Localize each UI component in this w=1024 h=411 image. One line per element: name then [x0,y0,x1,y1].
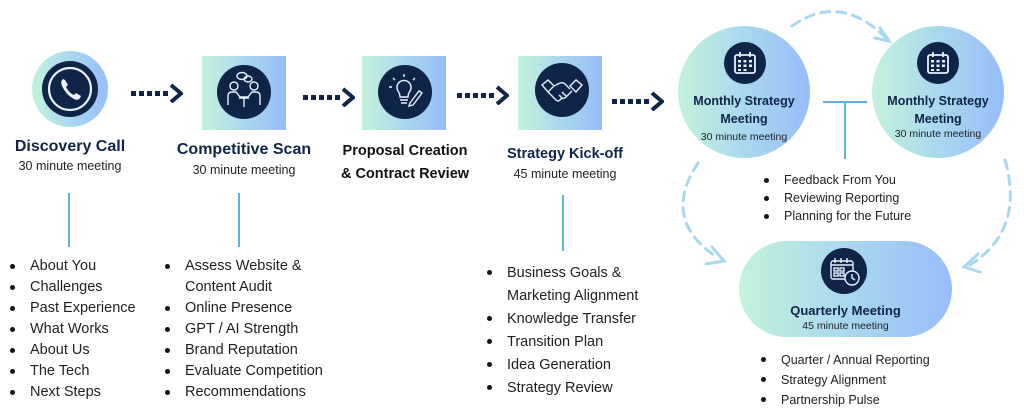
list-item: Feedback From You [760,171,911,189]
list-item: Strategy Review [485,377,638,400]
dotted-arrow-icon [303,87,355,107]
calendar-icon [724,42,766,84]
dotted-arrow-icon [612,91,664,111]
calendar-icon [917,42,959,84]
kickoff-title: Strategy Kick-off [506,146,624,162]
lightbulb-pencil-icon [378,65,432,119]
dashed-arrow-left [681,161,720,260]
list-item: Assess Website &Content Audit [163,256,323,298]
dashed-arrow-top [790,10,888,40]
quarterly-items-list: Quarter / Annual Reporting Strategy Alig… [757,350,930,410]
list-item: About Us [8,340,136,361]
calendar-clock-icon [821,248,867,294]
arrowhead-right-icon [961,252,982,274]
list-item: Online Presence [163,298,323,319]
list-item: The Tech [8,361,136,382]
monthly-meeting-1-title-line2: Meeting [720,112,768,126]
arrowhead-top-icon [873,26,893,44]
competitive-scan-title: Competitive Scan [176,141,312,158]
competitive-scan-subtitle: 30 minute meeting [192,163,296,177]
monthly-meeting-2-subtitle: 30 minute meeting [894,128,982,140]
list-item: Transition Plan [485,331,638,354]
phone-icon [42,61,98,117]
competitive-scan-list: Assess Website &Content Audit Online Pre… [163,256,323,403]
list-item: Quarter / Annual Reporting [757,350,930,370]
list-item: Evaluate Competition [163,361,323,382]
list-item: Knowledge Transfer [485,308,638,331]
list-item: Next Steps [8,382,136,403]
kickoff-subtitle: 45 minute meeting [513,167,617,181]
list-item: Strategy Alignment [757,370,930,390]
monthly-meeting-1-subtitle: 30 minute meeting [700,131,788,143]
quarterly-meeting-subtitle: 45 minute meeting [802,320,889,332]
proposal-title-line1: Proposal Creation [342,143,468,159]
list-item: About You [8,256,136,277]
proposal-title-line2: & Contract Review [340,166,470,182]
dashed-arrow-right [968,158,1012,267]
list-item: Recommendations [163,382,323,403]
discovery-call-subtitle: 30 minute meeting [18,159,122,173]
kickoff-list: Business Goals &Marketing Alignment Know… [485,262,638,400]
dotted-arrow-icon [457,85,509,105]
list-item: Past Experience [8,298,136,319]
list-item: Brand Reputation [163,340,323,361]
discovery-call-list: About You Challenges Past Experience Wha… [8,256,136,403]
list-item: Challenges [8,277,136,298]
list-item: Reviewing Reporting [760,189,911,207]
monthly-meeting-2-title-line1: Monthly Strategy [887,94,989,108]
dotted-arrow-icon [131,83,183,103]
connector-line [68,193,70,247]
arrowhead-left-icon [704,245,727,266]
connector-line [562,195,564,251]
handshake-icon [535,63,589,117]
discovery-call-title: Discovery Call [14,138,126,155]
list-item: Idea Generation [485,354,638,377]
quarterly-meeting-title: Quarterly Meeting [790,303,901,318]
monthly-meeting-2-title-line2: Meeting [914,112,962,126]
meeting-people-icon [217,65,271,119]
connector-line [238,193,240,247]
monthly-items-list: Feedback From You Reviewing Reporting Pl… [760,171,911,225]
list-item: Planning for the Future [760,207,911,225]
list-item: What Works [8,319,136,340]
list-item: GPT / AI Strength [163,319,323,340]
list-item: Partnership Pulse [757,390,930,410]
list-item: Business Goals &Marketing Alignment [485,262,638,308]
connector-line [844,101,846,159]
monthly-meeting-1-title-line1: Monthly Strategy [693,94,795,108]
